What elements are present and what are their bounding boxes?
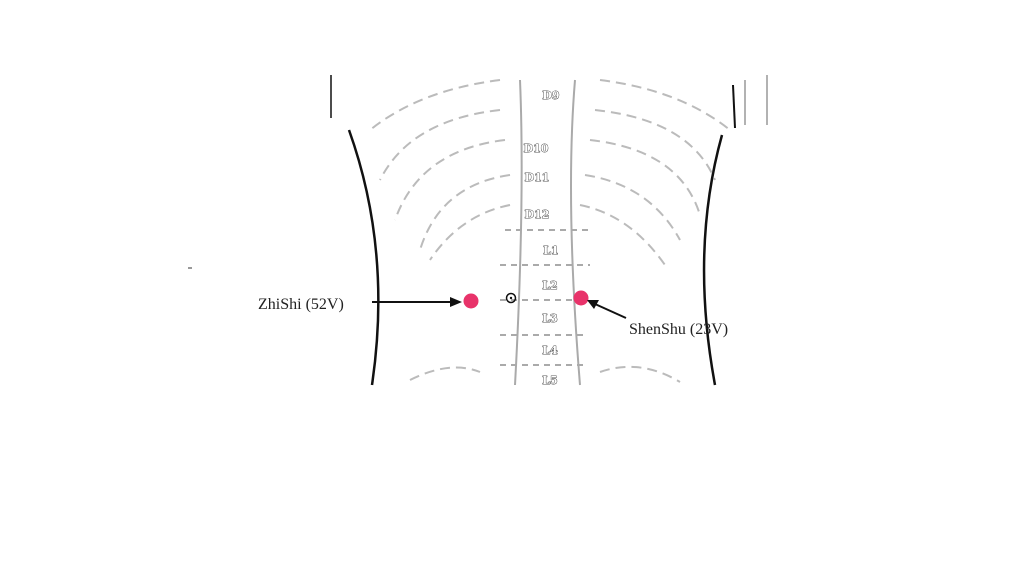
vertebra-label: D10 bbox=[524, 142, 549, 155]
vertebra-label: L2 bbox=[542, 279, 557, 292]
vertebra-label: L3 bbox=[542, 312, 557, 325]
vertebra-labels: D9 D10 D11 D12 L1 L2 L3 L4 L5 bbox=[523, 89, 560, 388]
shenshu-label: ShenShu (23V) bbox=[629, 321, 728, 338]
vertebra-label: L1 bbox=[543, 244, 558, 257]
reference-point-icon bbox=[505, 292, 517, 304]
ribs bbox=[369, 79, 731, 383]
vertebra-label: L5 bbox=[542, 374, 557, 387]
vertebra-label: D9 bbox=[542, 89, 559, 102]
acupoint-shenshu[interactable] bbox=[573, 290, 589, 306]
shenshu-arrow bbox=[587, 300, 627, 319]
spine bbox=[500, 79, 590, 386]
vertebra-label: L4 bbox=[542, 344, 558, 357]
body-outline bbox=[330, 75, 768, 386]
vertebra-label: D11 bbox=[525, 171, 550, 184]
zhishi-label: ZhiShi (52V) bbox=[258, 296, 344, 313]
zhishi-arrow bbox=[372, 297, 462, 307]
vertebra-label: D12 bbox=[525, 208, 550, 221]
acupoint-zhishi[interactable] bbox=[463, 293, 479, 309]
